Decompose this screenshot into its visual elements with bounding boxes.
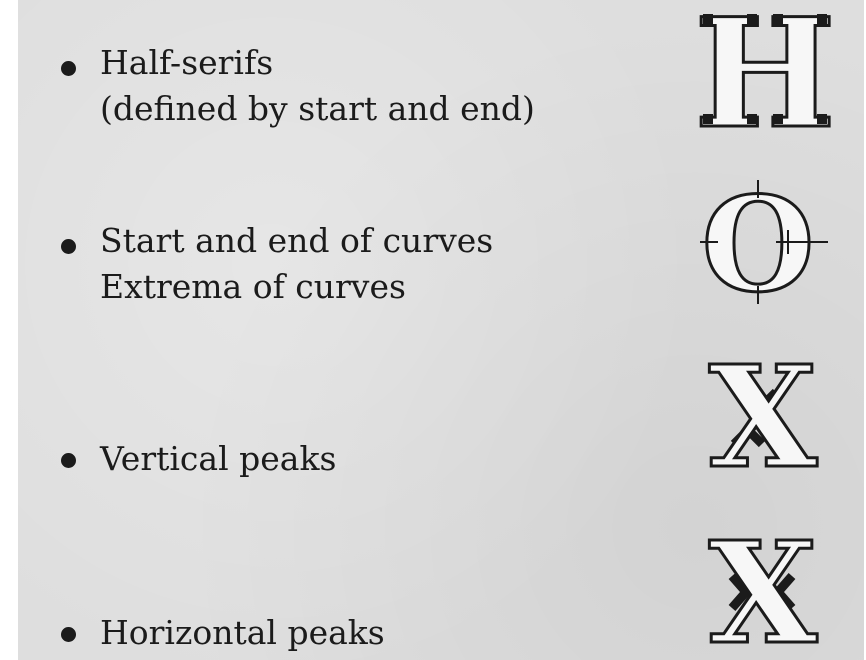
curve-extrema-o-illustration: O bbox=[700, 178, 828, 308]
item-line: Half-serifs bbox=[100, 43, 274, 82]
half-serif-marker bbox=[747, 14, 757, 24]
half-serif-h-illustration: H bbox=[695, 8, 835, 138]
peak-marker-top bbox=[744, 388, 780, 413]
half-serif-marker bbox=[817, 114, 827, 124]
peak-marker-bottom bbox=[730, 423, 766, 448]
bullet bbox=[61, 627, 76, 642]
item-line: Vertical peaks bbox=[100, 439, 337, 478]
item-text: Half-serifs (defined by start and end) bbox=[100, 40, 535, 132]
half-serif-marker bbox=[773, 14, 783, 24]
bullet bbox=[61, 61, 76, 76]
bullet bbox=[61, 239, 76, 254]
glyph-letter: X bbox=[709, 356, 818, 476]
vertical-peaks-x-illustration: X bbox=[707, 356, 819, 476]
half-serif-marker bbox=[703, 114, 713, 124]
peak-marker-left bbox=[728, 573, 752, 611]
item-line: Extrema of curves bbox=[100, 267, 406, 306]
scanned-page: Half-serifs (defined by start and end) S… bbox=[18, 0, 864, 660]
item-line: (defined by start and end) bbox=[100, 89, 535, 128]
peak-marker-right bbox=[772, 573, 796, 611]
glyph-letter: X bbox=[709, 532, 818, 652]
item-line: Horizontal peaks bbox=[100, 613, 385, 652]
item-line: Start and end of curves bbox=[100, 221, 494, 260]
bullet bbox=[61, 453, 76, 468]
item-text: Start and end of curves Extrema of curve… bbox=[100, 218, 493, 310]
half-serif-marker bbox=[703, 14, 713, 24]
half-serif-marker bbox=[817, 14, 827, 24]
half-serif-marker bbox=[773, 114, 783, 124]
glyph-letter: H bbox=[695, 8, 835, 138]
half-serif-marker bbox=[747, 114, 757, 124]
item-text: Vertical peaks bbox=[100, 436, 336, 482]
horizontal-peaks-x-illustration: X bbox=[707, 532, 819, 652]
item-text: Horizontal peaks bbox=[100, 610, 385, 656]
